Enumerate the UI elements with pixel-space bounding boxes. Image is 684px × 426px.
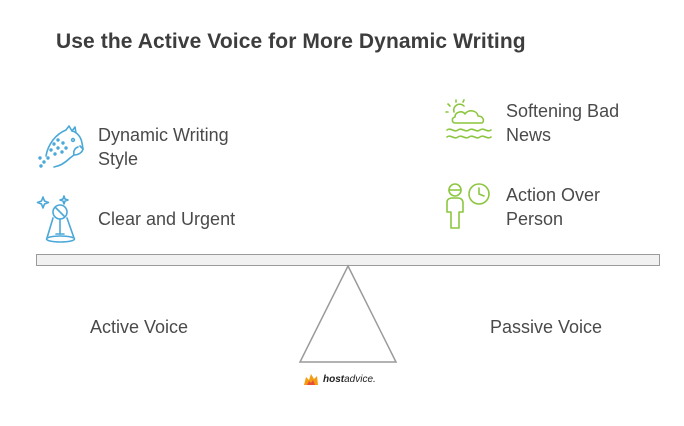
passive-item-label: Action Over Person xyxy=(506,185,601,229)
cheetah-icon xyxy=(36,122,86,172)
brand-logo: hostadvice. xyxy=(302,371,376,387)
page-title: Use the Active Voice for More Dynamic Wr… xyxy=(56,30,526,53)
active-item-clear-urgent: Clear and Urgent xyxy=(36,194,235,244)
sun-cloud-waves-icon xyxy=(444,98,494,148)
passive-voice-label: Passive Voice xyxy=(490,317,603,337)
active-item-dynamic-writing: Dynamic Writing Style xyxy=(36,122,229,172)
passive-item-label: Softening Bad News xyxy=(506,101,620,145)
active-voice-label: Active Voice xyxy=(90,317,189,337)
fulcrum-triangle xyxy=(298,264,398,364)
active-item-label: Dynamic Writing Style xyxy=(98,125,229,169)
passive-item-action-over-person: Action Over Person xyxy=(444,182,600,232)
brand-text: hostadvice. xyxy=(323,373,376,385)
active-item-label: Clear and Urgent xyxy=(98,209,236,229)
person-clock-icon xyxy=(444,182,494,232)
brand-mascot-icon xyxy=(302,371,320,387)
passive-item-softening-bad-news: Softening Bad News xyxy=(444,98,619,148)
spotlight-icon xyxy=(36,194,86,244)
